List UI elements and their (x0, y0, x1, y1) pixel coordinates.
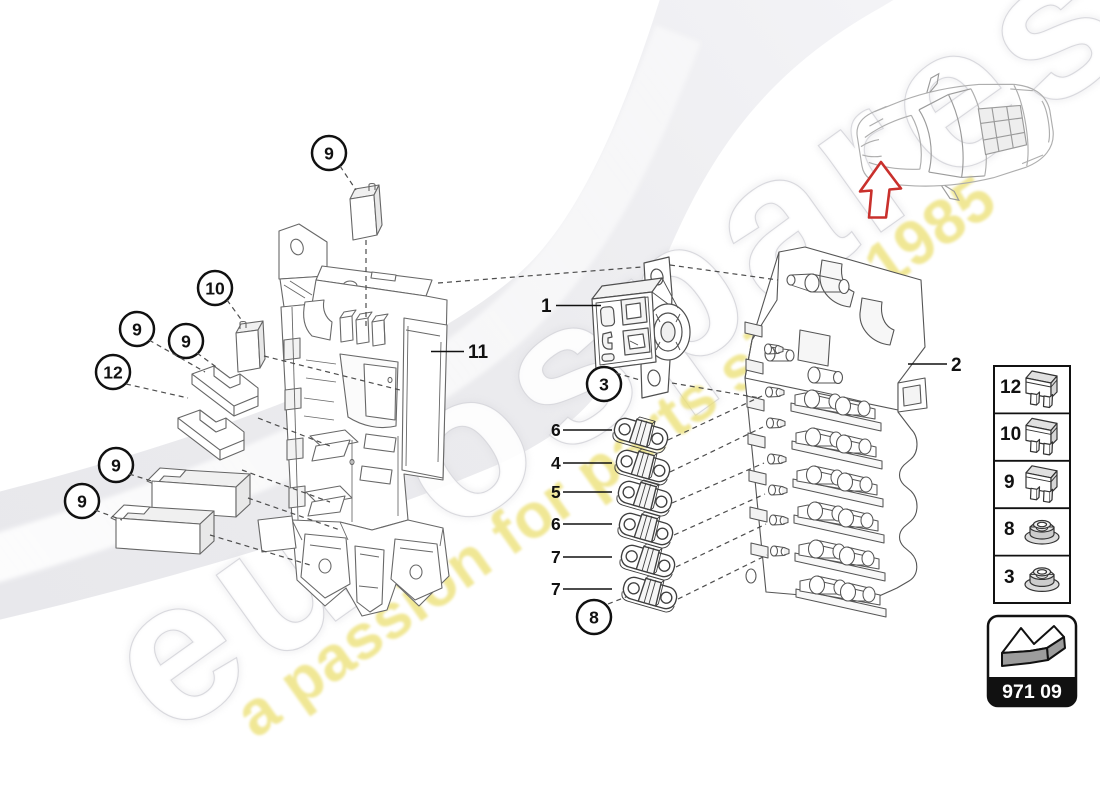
svg-text:9: 9 (111, 456, 121, 476)
svg-text:10: 10 (205, 279, 225, 299)
svg-text:8: 8 (1004, 519, 1015, 540)
svg-text:9: 9 (132, 320, 142, 340)
svg-text:9: 9 (324, 144, 334, 164)
svg-text:6: 6 (551, 514, 561, 534)
svg-text:3: 3 (1004, 567, 1015, 588)
svg-text:8: 8 (589, 608, 599, 628)
svg-text:10: 10 (1000, 424, 1021, 445)
svg-text:5: 5 (551, 482, 561, 502)
svg-text:6: 6 (551, 420, 561, 440)
svg-text:9: 9 (1004, 472, 1015, 493)
svg-text:1: 1 (541, 296, 552, 317)
svg-text:9: 9 (77, 492, 87, 512)
svg-text:12: 12 (103, 363, 123, 383)
svg-text:3: 3 (599, 375, 609, 395)
svg-text:11: 11 (468, 342, 489, 363)
svg-text:2: 2 (951, 355, 962, 376)
svg-text:7: 7 (551, 579, 561, 599)
svg-text:971 09: 971 09 (1002, 681, 1062, 703)
svg-text:7: 7 (551, 547, 561, 567)
svg-text:4: 4 (551, 453, 561, 473)
svg-text:12: 12 (1000, 377, 1021, 398)
svg-text:9: 9 (181, 332, 191, 352)
